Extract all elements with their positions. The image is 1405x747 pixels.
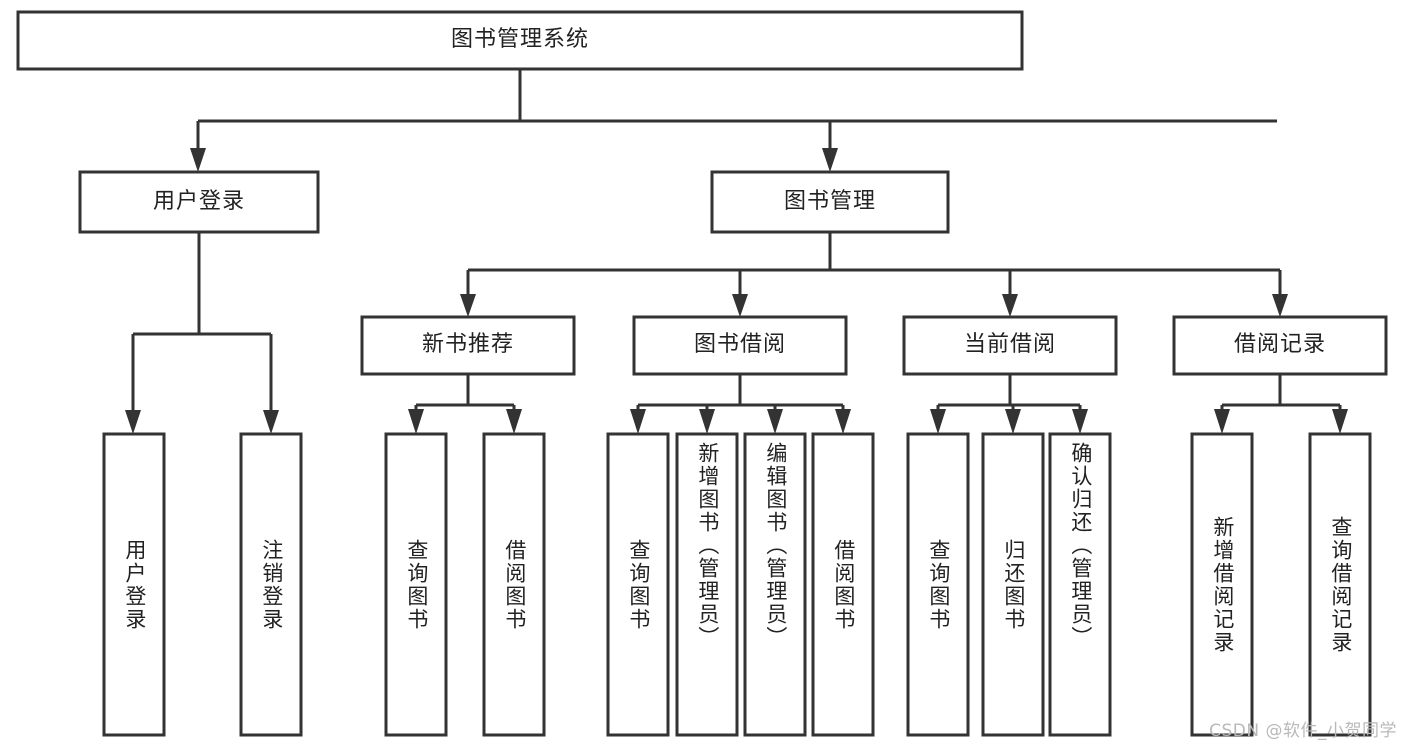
leaf-box-nb-borrow-book[interactable] — [482, 432, 546, 737]
arrow-to-cb-confirm-return — [1072, 409, 1088, 434]
leaf-box-nb-query-book[interactable] — [384, 432, 448, 737]
arrow-to-b-edit-book — [767, 409, 783, 434]
leaf-box-logout[interactable] — [239, 432, 303, 737]
arrow-to-borrow-records — [1272, 294, 1288, 317]
node-box-root[interactable] — [16, 10, 1024, 71]
node-box-borrow-records[interactable] — [1172, 315, 1388, 376]
connector-current-borrow-to-leaves — [930, 374, 1088, 434]
leaf-box-b-borrow-book[interactable] — [811, 432, 875, 737]
connector-book-mgmt-to-level3 — [460, 232, 1288, 317]
arrow-to-new-books — [460, 294, 476, 317]
arrow-to-leaf-logout — [263, 410, 279, 434]
arrow-to-cb-query-book — [930, 409, 946, 434]
arrow-to-nb-query-book — [408, 409, 424, 434]
arrow-to-b-query-book — [630, 409, 646, 434]
node-box-current-borrow[interactable] — [902, 315, 1118, 376]
leaf-box-br-query-record[interactable] — [1308, 432, 1372, 737]
leaf-box-cb-confirm-return[interactable] — [1048, 432, 1112, 737]
leaf-box-b-add-book[interactable] — [675, 432, 739, 737]
arrow-to-nb-borrow-book — [506, 409, 522, 434]
arrow-to-cb-return-book — [1005, 409, 1021, 434]
connector-root-to-level2 — [190, 69, 1277, 172]
arrow-to-b-add-book — [699, 409, 715, 434]
connector-new-books-to-leaves — [408, 374, 522, 434]
leaf-box-user-login[interactable] — [102, 432, 166, 737]
node-box-user-login[interactable] — [78, 170, 320, 234]
connector-borrow-records-to-leaves — [1214, 374, 1348, 434]
arrow-to-br-add-record — [1214, 409, 1230, 434]
leaf-box-br-add-record[interactable] — [1190, 432, 1254, 737]
leaf-box-cb-return-book[interactable] — [981, 432, 1045, 737]
leaf-box-b-edit-book[interactable] — [743, 432, 807, 737]
connector-borrow-to-leaves — [630, 374, 851, 434]
arrow-to-br-query-record — [1332, 409, 1348, 434]
leaf-box-cb-query-book[interactable] — [906, 432, 970, 737]
leaf-box-b-query-book[interactable] — [606, 432, 670, 737]
arrow-to-current-borrow — [1002, 294, 1018, 317]
connector-user-login-to-leaves — [125, 232, 279, 434]
node-box-new-book-recommend[interactable] — [360, 315, 576, 376]
arrow-to-leaf-user-login — [125, 410, 141, 434]
node-box-book-borrow[interactable] — [632, 315, 848, 376]
arrow-to-borrow — [732, 294, 748, 317]
node-box-book-management[interactable] — [710, 170, 950, 234]
arrow-to-user-login — [190, 148, 206, 172]
arrow-to-book-mgmt — [822, 148, 838, 172]
arrow-to-b-borrow-book — [835, 409, 851, 434]
